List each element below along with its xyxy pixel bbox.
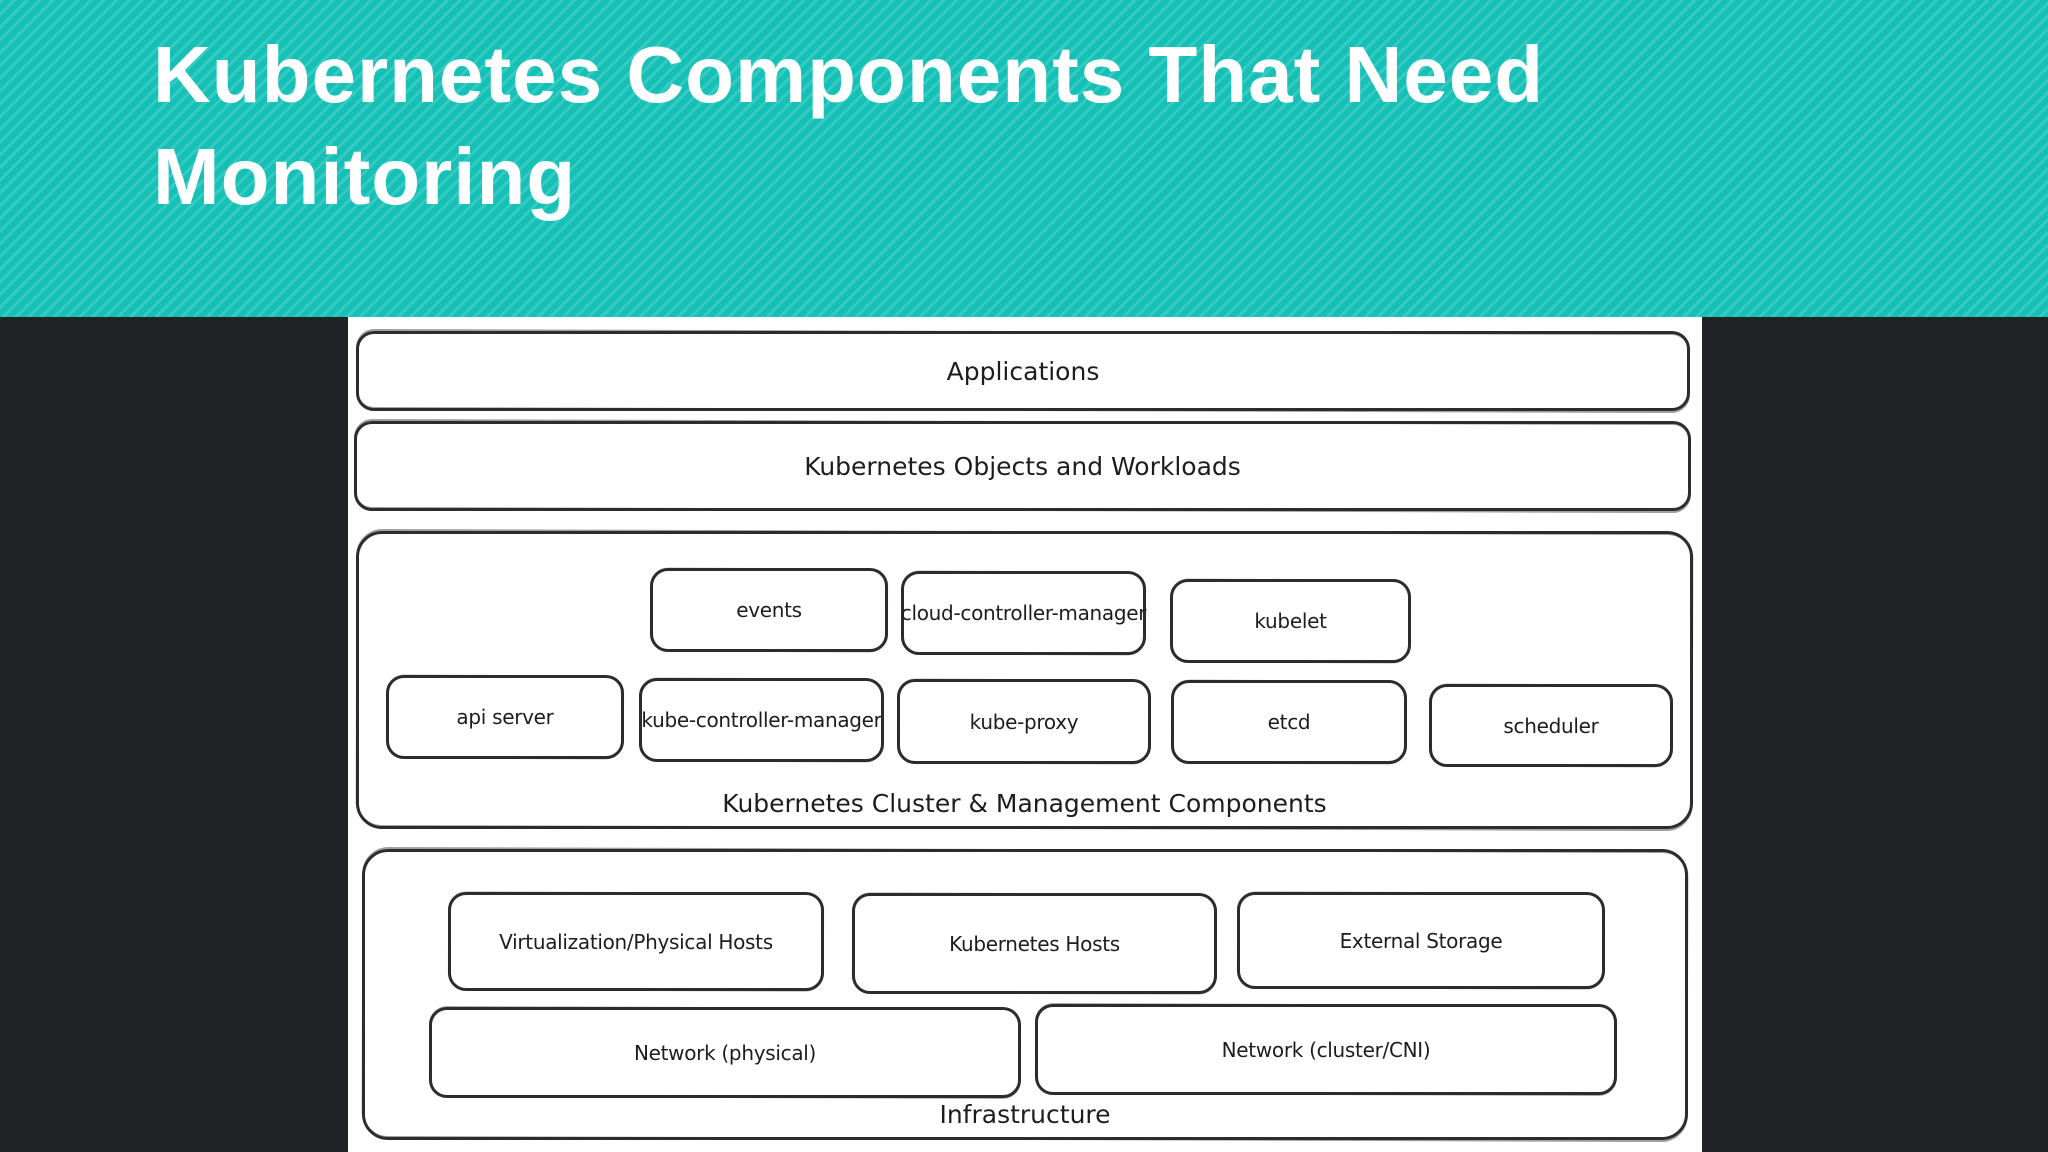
layer-objects-workloads-label: Kubernetes Objects and Workloads — [804, 451, 1241, 481]
node-kube-controller-manager: kube-controller-manager — [639, 678, 884, 762]
node-external-storage-label: External Storage — [1339, 928, 1503, 953]
group-cluster-components-label: Kubernetes Cluster & Management Componen… — [722, 789, 1327, 818]
node-network-cluster-cni: Network (cluster/CNI) — [1035, 1004, 1617, 1095]
layer-objects-workloads: Kubernetes Objects and Workloads — [354, 421, 1691, 511]
group-infrastructure-label: Infrastructure — [939, 1100, 1111, 1129]
node-api-server: api server — [386, 675, 624, 759]
node-kube-proxy: kube-proxy — [897, 679, 1151, 764]
node-network-physical-label: Network (physical) — [633, 1040, 817, 1065]
node-network-physical: Network (physical) — [429, 1007, 1021, 1098]
node-cloud-controller-manager-label: cloud-controller-manager — [900, 601, 1147, 625]
diagram-panel: Applications Kubernetes Objects and Work… — [348, 317, 1702, 1152]
layer-applications-label: Applications — [946, 356, 1100, 386]
node-kubernetes-hosts: Kubernetes Hosts — [852, 893, 1217, 994]
slide-title: Kubernetes Components That Need Monitori… — [153, 24, 1544, 228]
node-etcd-label: etcd — [1267, 710, 1311, 734]
node-virtualization-physical-hosts: Virtualization/Physical Hosts — [448, 892, 824, 991]
node-network-cluster-cni-label: Network (cluster/CNI) — [1221, 1037, 1431, 1062]
node-kubernetes-hosts-label: Kubernetes Hosts — [949, 931, 1120, 956]
node-api-server-label: api server — [456, 705, 554, 729]
node-scheduler: scheduler — [1429, 684, 1673, 767]
node-events: events — [650, 568, 888, 652]
node-kubelet-label: kubelet — [1254, 609, 1327, 633]
header-banner: Kubernetes Components That Need Monitori… — [0, 0, 2048, 317]
node-kube-controller-manager-label: kube-controller-manager — [641, 708, 882, 732]
node-virtualization-physical-hosts-label: Virtualization/Physical Hosts — [499, 929, 773, 954]
slide-title-line1: Kubernetes Components That Need — [153, 30, 1545, 119]
node-kube-proxy-label: kube-proxy — [969, 709, 1079, 734]
slide-title-line2: Monitoring — [153, 132, 577, 221]
node-cloud-controller-manager: cloud-controller-manager — [900, 571, 1147, 655]
node-scheduler-label: scheduler — [1503, 713, 1599, 738]
node-events-label: events — [736, 598, 802, 622]
node-etcd: etcd — [1171, 680, 1407, 764]
node-external-storage: External Storage — [1237, 892, 1605, 989]
node-kubelet: kubelet — [1170, 579, 1411, 663]
layer-applications: Applications — [356, 331, 1690, 411]
